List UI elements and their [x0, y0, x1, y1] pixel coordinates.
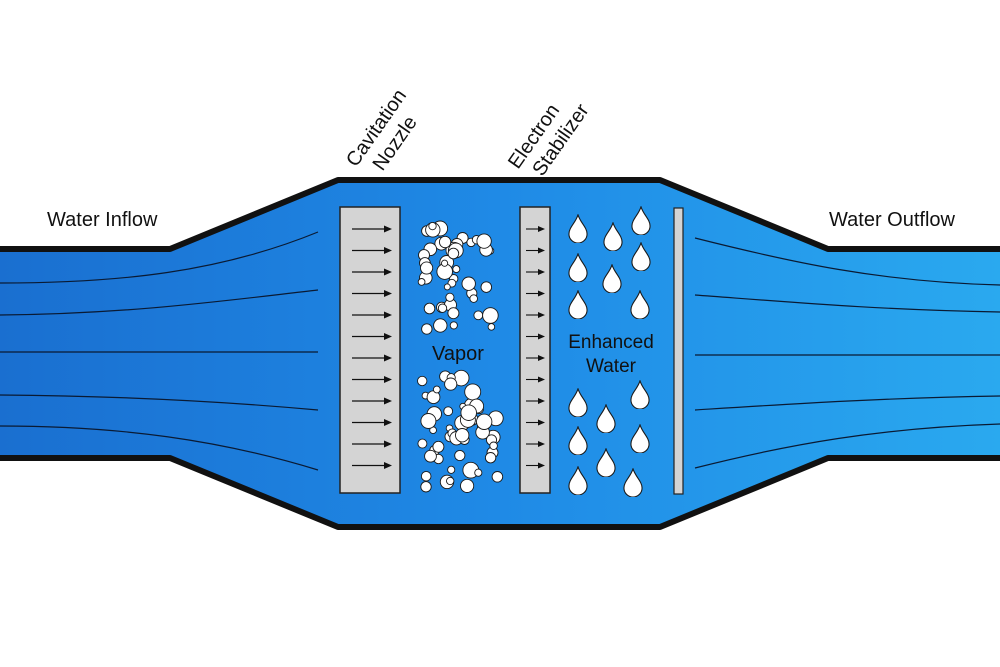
vapor-bubble-icon	[432, 385, 441, 394]
right-arrow-icon	[526, 312, 545, 318]
vapor-label: Vapor	[432, 343, 484, 365]
vapor-bubble-icon	[473, 310, 484, 321]
right-arrow-icon	[352, 311, 392, 319]
right-arrow-icon	[352, 376, 392, 383]
vapor-bubble-icon	[421, 323, 433, 335]
vapor-bubble-icon	[420, 470, 432, 482]
right-arrow-icon	[352, 290, 392, 297]
vapor-bubble-icon	[447, 307, 460, 320]
vapor-bubble-icon	[449, 321, 458, 330]
vapor-bubble-icon	[420, 481, 432, 493]
vapor-bubble-icon	[446, 476, 455, 486]
right-arrow-icon	[526, 333, 545, 340]
vapor-bubble-icon	[460, 404, 477, 421]
vapor-bubble-icon	[438, 235, 452, 249]
vapor-bubble-icon	[480, 281, 493, 293]
right-arrow-icon	[526, 376, 545, 383]
right-arrow-icon	[526, 247, 545, 254]
vapor-bubble-icon	[444, 377, 458, 391]
vapor-bubble-icon	[424, 449, 437, 463]
vapor-bubble-icon	[447, 247, 460, 260]
vapor-bubble-icon	[447, 465, 456, 474]
right-arrow-icon	[352, 268, 392, 276]
vapor-bubble-icon	[487, 323, 496, 331]
vapor-bubble-icon	[443, 406, 454, 417]
vapor-bubble-icon	[420, 413, 437, 429]
vapor-bubble-icon	[454, 449, 466, 462]
outflow-streamlines	[694, 237, 1000, 469]
right-arrow-icon	[352, 419, 392, 426]
inflow-streamlines	[0, 231, 319, 471]
vapor-bubble-icon	[460, 478, 475, 493]
vapor-bubble-icon	[417, 278, 426, 286]
right-arrow-icon	[526, 462, 545, 469]
vapor-bubble-icon	[423, 302, 436, 315]
right-arrow-icon	[352, 440, 392, 448]
right-arrow-icon	[526, 269, 545, 275]
right-arrow-icon	[526, 355, 545, 361]
vapor-bubble-icon	[476, 413, 493, 430]
right-arrow-icon	[526, 419, 545, 426]
vapor-bubble-icon	[417, 438, 428, 449]
right-arrow-icon	[352, 462, 392, 469]
nozzle-arrows	[352, 225, 392, 469]
vapor-bubble-icon	[464, 383, 482, 401]
right-arrow-icon	[352, 225, 392, 233]
vapor-bubble-icon	[489, 441, 498, 451]
pipe-top-outline	[0, 177, 1000, 252]
right-arrow-icon	[352, 247, 392, 254]
vapor-bubble-icon	[455, 428, 470, 443]
vapor-bubble-icon	[482, 307, 499, 324]
enhanced-water-label-line2: Water	[586, 356, 637, 377]
right-arrow-icon	[526, 441, 545, 447]
water-inflow-label: Water Inflow	[47, 209, 158, 231]
vapor-bubble-icon	[484, 452, 497, 464]
right-arrow-icon	[526, 290, 545, 297]
vapor-bubble-icon	[441, 259, 449, 267]
electron-stabilizer-label: Electron Stabilizer	[504, 100, 594, 180]
water-outflow-label: Water Outflow	[829, 209, 956, 231]
electron-stabilizer-panel	[519, 206, 551, 494]
vapor-bubble-icon	[420, 261, 434, 275]
stabilizer-arrows	[526, 226, 545, 469]
vapor-bubble-icon	[474, 468, 483, 477]
vapor-bubble-icon	[452, 265, 461, 274]
vapor-bubble-icon	[445, 292, 455, 302]
vapor-bubble-icon	[491, 471, 504, 483]
vapor-bubble-icon	[417, 375, 428, 387]
right-arrow-icon	[526, 398, 545, 404]
vapor-bubble-icon	[428, 221, 437, 231]
vapor-bubble-icon	[469, 294, 478, 303]
pipe-bottom-outline	[0, 455, 1000, 530]
cavitation-nozzle-label: Cavitation Nozzle	[342, 85, 422, 174]
outlet-plate	[673, 207, 684, 495]
pipe-body	[0, 180, 1000, 527]
enhanced-water-label-line1: Enhanced	[568, 332, 654, 353]
right-arrow-icon	[352, 397, 392, 405]
right-arrow-icon	[352, 333, 392, 340]
vapor-bubble-icon	[443, 283, 451, 291]
vapor-bubble-icon	[433, 318, 448, 333]
vapor-bubbles	[417, 220, 504, 493]
vapor-bubble-icon	[432, 440, 445, 453]
vapor-bubble-icon	[476, 233, 492, 249]
vapor-bubble-icon	[461, 276, 476, 291]
vapor-bubble-icon	[437, 303, 448, 313]
cavitation-nozzle-panel	[339, 206, 401, 494]
right-arrow-icon	[526, 226, 545, 232]
right-arrow-icon	[352, 354, 392, 362]
